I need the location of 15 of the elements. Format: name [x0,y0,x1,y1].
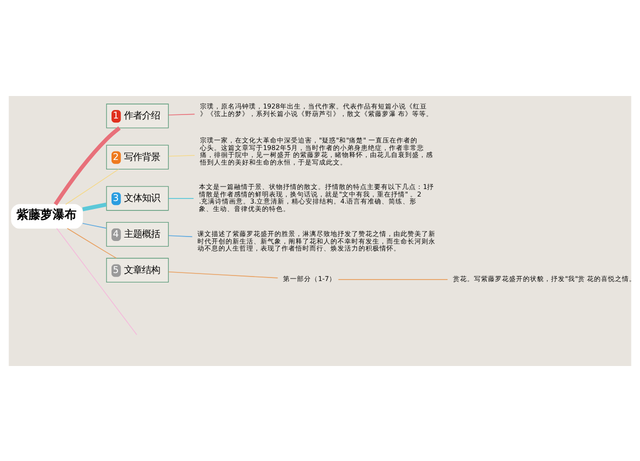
connector [65,168,119,204]
connector [66,228,117,258]
node-box: 3 文体知识 [106,186,169,210]
connector [82,222,107,228]
connector [168,271,278,278]
node-box: 1 作者介绍 [106,103,169,128]
node-box: 4 主题概括 [106,222,169,246]
node-box: 5 文章结构 [106,257,169,282]
connector [168,154,196,156]
connector [82,202,107,211]
connector [168,234,193,237]
connector [338,278,448,280]
node-box: 紫藤萝瀑布 [11,204,83,228]
node-box: 2 写作背景 [106,144,169,169]
connector [168,113,196,115]
